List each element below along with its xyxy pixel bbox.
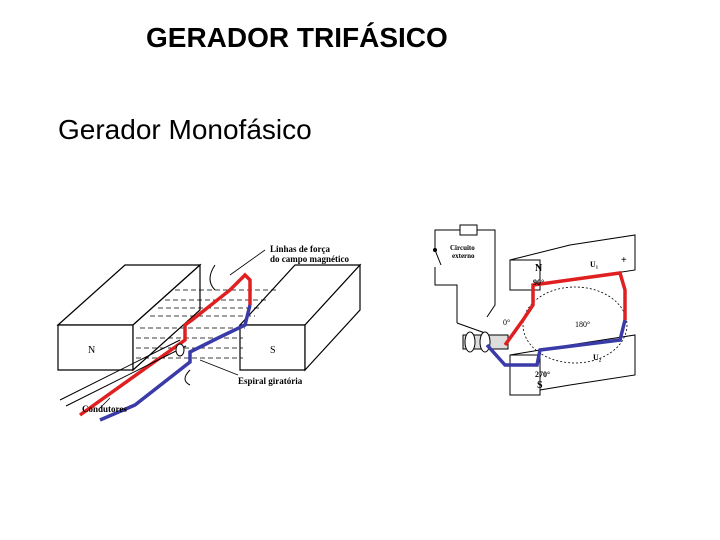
angle-270-label: 270° <box>535 370 550 379</box>
angle-0-label: 0° <box>503 318 510 327</box>
resistor-icon <box>459 224 478 236</box>
rotation-path <box>522 286 628 364</box>
north-pole-label: N <box>88 345 95 356</box>
north-pole-block <box>509 234 636 291</box>
south-pole-label: S <box>537 380 543 391</box>
south-pole-label: S <box>270 345 276 356</box>
north-pole-label: N <box>535 263 543 274</box>
coil-red-wire <box>503 271 627 347</box>
conductors-label: Condutores <box>82 404 127 414</box>
plus-sign-label: + <box>621 255 627 266</box>
external-circuit-label-2: externo <box>452 252 475 260</box>
rotating-coil-label: Espiral giratória <box>238 376 303 386</box>
u1-label: U₁ <box>590 260 599 269</box>
shaft-slip-rings <box>462 331 509 353</box>
field-lines-label-2: do campo magnético <box>270 254 349 264</box>
slide-title: GERADOR TRIFÁSICO <box>146 22 448 53</box>
field-lines-label-1: Linhas de força <box>270 244 331 254</box>
u2-label: U₂ <box>593 353 602 362</box>
north-magnet-block <box>56 263 202 372</box>
angle-90-label: 90° <box>533 278 544 287</box>
angle-180-label: 180° <box>575 320 590 329</box>
single-phase-generator-diagram: N S Linhas de força do campo magnético E… <box>40 230 380 425</box>
generator-external-circuit-svg: Circuito externo N 90° 0° 180° 270° S U₁… <box>433 224 636 396</box>
external-circuit-label-1: Circuito <box>450 244 475 252</box>
south-magnet-block <box>238 263 362 372</box>
slide-subtitle: Gerador Monofásico <box>58 114 312 145</box>
coil-blue-wire <box>99 304 252 422</box>
coil-blue-wire <box>485 319 627 367</box>
external-circuit-wires <box>434 229 496 334</box>
single-phase-generator-svg: N S Linhas de força do campo magnético E… <box>56 244 362 422</box>
generator-external-circuit-diagram: Circuito externo N 90° 0° 180° 270° S U₁… <box>415 205 640 400</box>
coil-red-wire <box>78 272 252 417</box>
